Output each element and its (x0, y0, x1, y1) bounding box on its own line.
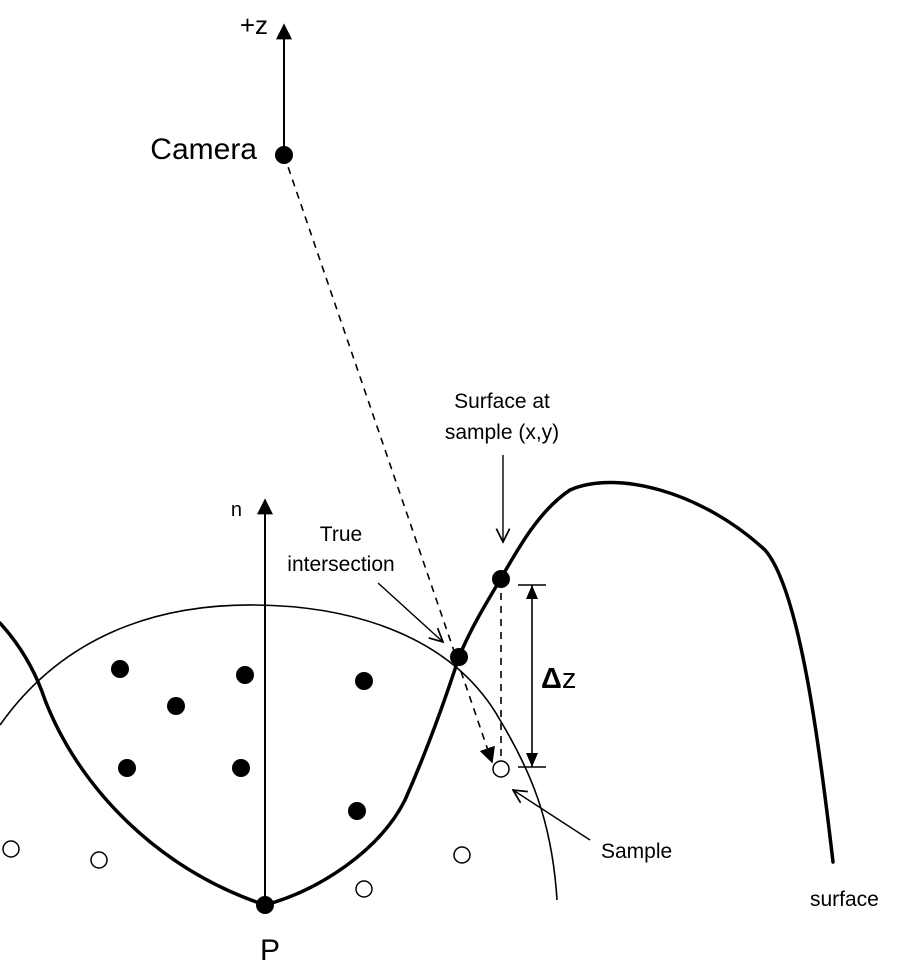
open-sample-point (355, 880, 373, 898)
occluder-point (236, 666, 254, 684)
open-sample-point (453, 846, 471, 864)
true-intersection-pointer-arrow (377, 582, 443, 642)
true-intersection-label-line2: intersection (287, 553, 394, 576)
sample-point (492, 760, 510, 778)
point-p (256, 896, 274, 914)
true-intersection-label-line1: True (320, 523, 362, 546)
surface-at-label-line1: Surface at (454, 390, 550, 413)
z-axis-label: +z (240, 10, 268, 40)
delta-z-arrowhead-bottom (526, 753, 538, 767)
camera-point (275, 146, 293, 164)
open-sample-point (2, 840, 20, 858)
occluder-point (232, 759, 250, 777)
occluder-point (111, 660, 129, 678)
normal-label: n (231, 499, 242, 521)
surface-curve (0, 480, 835, 907)
surface-at-label-line2: sample (x,y) (445, 421, 559, 444)
occluder-point (355, 672, 373, 690)
point-p-label: P (260, 934, 280, 964)
delta-z-label: Δz (541, 663, 576, 695)
delta-z-arrowhead-top (526, 585, 538, 599)
sample-label: Sample (601, 840, 672, 863)
occluder-point (118, 759, 136, 777)
occluder-point (167, 697, 185, 715)
true-intersection-point (450, 648, 468, 666)
delta-symbol: Δ (541, 663, 562, 695)
surface-label: surface (810, 888, 879, 911)
sample-pointer-arrow (513, 790, 591, 841)
occluder-point (348, 802, 366, 820)
open-sample-point (90, 851, 108, 869)
delta-z-letter: z (562, 663, 577, 695)
surface-sample-point (492, 570, 510, 588)
hemisphere-arc (0, 604, 558, 901)
camera-label: Camera (150, 133, 257, 166)
